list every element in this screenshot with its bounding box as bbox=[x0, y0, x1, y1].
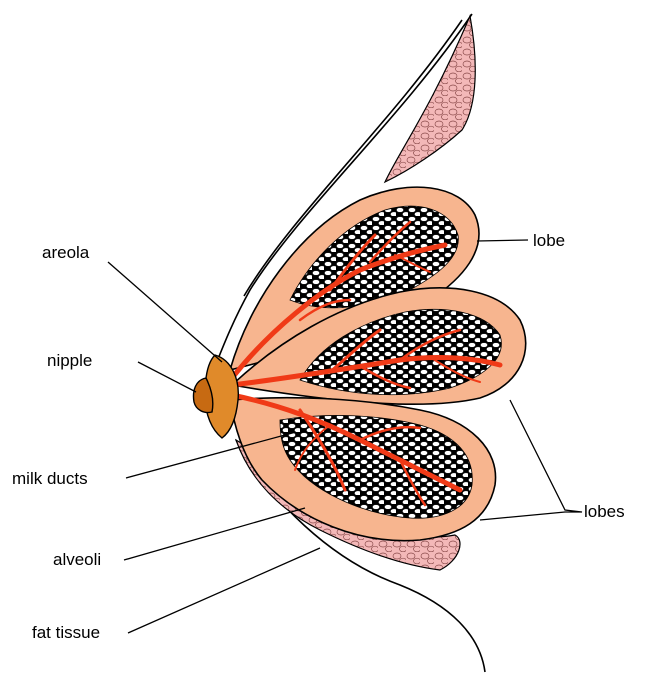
leader-nipple bbox=[137, 361, 197, 393]
leader-alveoli bbox=[123, 507, 306, 561]
label-milk-ducts: milk ducts bbox=[12, 469, 88, 488]
label-nipple: nipple bbox=[47, 351, 92, 370]
leader-fat-tissue bbox=[127, 547, 321, 634]
leader-areola bbox=[107, 261, 223, 363]
lobe-lower bbox=[229, 396, 497, 542]
leader-lobe bbox=[476, 239, 529, 242]
label-lobe: lobe bbox=[533, 231, 565, 250]
upper-fat-tissue bbox=[383, 13, 476, 184]
milk-ducts bbox=[229, 220, 503, 507]
leader-milk-ducts bbox=[125, 431, 297, 479]
label-areola: areola bbox=[42, 243, 90, 262]
leader-lobes bbox=[479, 399, 583, 521]
label-fat-tissue: fat tissue bbox=[32, 623, 100, 642]
label-lobes: lobes bbox=[584, 502, 625, 521]
nipple bbox=[192, 377, 214, 414]
label-alveoli: alveoli bbox=[53, 550, 101, 569]
